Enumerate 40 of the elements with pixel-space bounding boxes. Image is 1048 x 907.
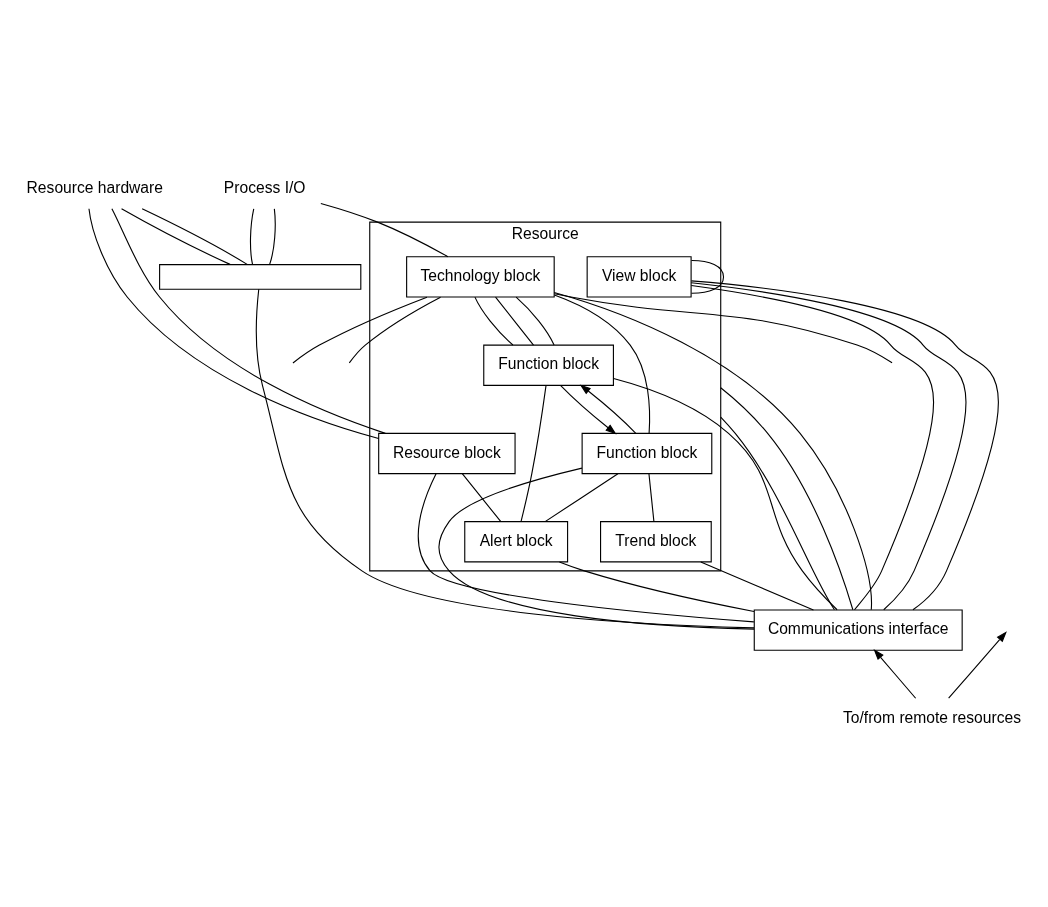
- connector: [320, 202, 449, 258]
- connector: [474, 296, 514, 346]
- connector: [648, 473, 655, 523]
- connector: [544, 473, 619, 523]
- node-box: Alert block: [464, 521, 569, 563]
- connector: [558, 561, 755, 612]
- node-box: Resource block: [378, 432, 516, 475]
- connector: [515, 296, 555, 346]
- connector: [553, 291, 872, 611]
- arrow: [559, 384, 617, 435]
- node-text: Process I/O: [223, 178, 306, 196]
- node-box: Function block: [581, 432, 713, 475]
- node-box: Trend block: [600, 521, 712, 563]
- arrow: [948, 631, 1007, 699]
- connector: [700, 561, 814, 611]
- connector: [520, 384, 547, 522]
- connector: [348, 296, 442, 364]
- node-box: Technology block: [406, 256, 555, 298]
- connector: [255, 288, 755, 629]
- node-text: To/from remote resources: [842, 708, 1021, 726]
- connector: [720, 387, 854, 611]
- arrow: [579, 384, 637, 434]
- arrow: [873, 649, 917, 699]
- connector: [141, 208, 248, 265]
- connector: [690, 260, 725, 294]
- node-box: Function block: [483, 344, 614, 386]
- connector: [292, 296, 428, 364]
- node-text: Resource hardware: [26, 178, 163, 196]
- connector: [553, 293, 893, 364]
- node-box: [159, 264, 362, 290]
- node-box: Communications interface: [753, 609, 963, 651]
- connector: [613, 378, 838, 611]
- connector: [461, 473, 502, 523]
- connector: [249, 208, 255, 265]
- node-box: View block: [586, 256, 692, 298]
- connector: [495, 296, 535, 346]
- connector: [269, 208, 276, 265]
- connector: [121, 208, 231, 265]
- connector: [720, 416, 835, 611]
- connector: [553, 294, 651, 434]
